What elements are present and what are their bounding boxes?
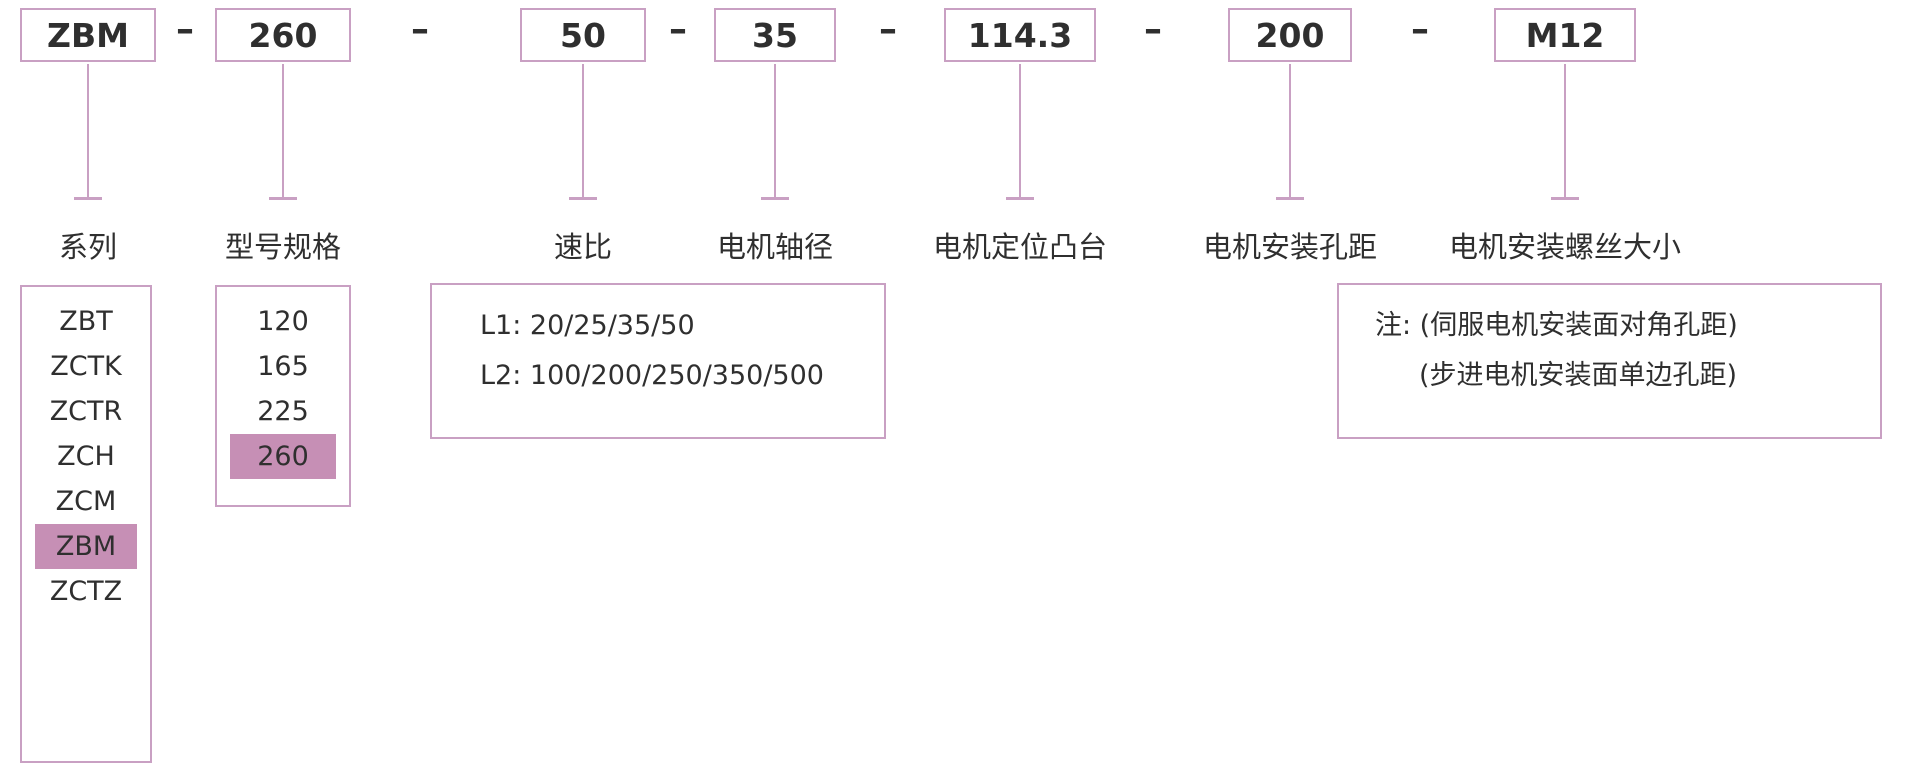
segment-value: 114.3 bbox=[967, 15, 1073, 55]
code-segment-ratio: 50 bbox=[520, 8, 646, 62]
dash-separator: – bbox=[176, 9, 194, 50]
connector-line bbox=[582, 64, 584, 198]
segment-value: 260 bbox=[248, 15, 318, 55]
segment-label-hole-pitch: 电机安装孔距 bbox=[1202, 230, 1378, 264]
model-option: 120 bbox=[257, 306, 309, 337]
model-option: 225 bbox=[257, 396, 309, 427]
segment-label-series: 系列 bbox=[58, 230, 118, 264]
connector-line bbox=[1289, 64, 1291, 198]
connector-tick bbox=[269, 197, 297, 200]
dash-separator: – bbox=[1144, 9, 1162, 50]
note-line-servo: 注: (伺服电机安装面对角孔距) bbox=[1375, 310, 1738, 341]
series-option: ZCM bbox=[55, 486, 117, 517]
connector-line bbox=[774, 64, 776, 198]
segment-label-model: 型号规格 bbox=[224, 230, 342, 264]
series-option: ZCTK bbox=[50, 351, 122, 382]
model-option-highlighted: 260 bbox=[230, 434, 336, 479]
model-option: 165 bbox=[257, 351, 309, 382]
code-segment-series: ZBM bbox=[20, 8, 156, 62]
series-options-box: ZBT ZCTK ZCTR ZCH ZCM ZBM ZCTZ bbox=[20, 285, 152, 763]
connector-line bbox=[1564, 64, 1566, 198]
dash-separator: – bbox=[411, 9, 429, 50]
code-segment-screw-size: M12 bbox=[1494, 8, 1636, 62]
series-option: ZCTZ bbox=[49, 576, 123, 607]
dash-separator: – bbox=[1411, 9, 1429, 50]
connector-line bbox=[1019, 64, 1021, 198]
segment-value: 200 bbox=[1255, 15, 1325, 55]
segment-label-ratio: 速比 bbox=[553, 230, 613, 264]
mounting-note-box: 注: (伺服电机安装面对角孔距) (步进电机安装面单边孔距) bbox=[1337, 283, 1882, 439]
note-line-stepper: (步进电机安装面单边孔距) bbox=[1419, 360, 1738, 391]
code-segment-model: 260 bbox=[215, 8, 351, 62]
connector-line bbox=[282, 64, 284, 198]
connector-tick bbox=[1006, 197, 1034, 200]
ratio-options-box: L1: 20/25/35/50 L2: 100/200/250/350/500 bbox=[430, 283, 886, 439]
series-option: ZCTR bbox=[49, 396, 123, 427]
series-option-highlighted: ZBM bbox=[35, 524, 137, 569]
connector-tick bbox=[74, 197, 102, 200]
segment-label-screw-size: 电机安装螺丝大小 bbox=[1448, 230, 1682, 264]
dash-separator: – bbox=[879, 9, 897, 50]
dash-separator: – bbox=[669, 9, 687, 50]
ratio-line-l1: L1: 20/25/35/50 bbox=[480, 310, 695, 341]
ratio-line-l2: L2: 100/200/250/350/500 bbox=[480, 360, 824, 391]
connector-line bbox=[87, 64, 89, 198]
code-segment-hole-pitch: 200 bbox=[1228, 8, 1352, 62]
segment-value: M12 bbox=[1525, 15, 1605, 55]
segment-label-pilot: 电机定位凸台 bbox=[932, 230, 1108, 264]
connector-tick bbox=[1551, 197, 1579, 200]
code-segment-shaft: 35 bbox=[714, 8, 836, 62]
series-option: ZCH bbox=[57, 441, 115, 472]
code-segment-pilot: 114.3 bbox=[944, 8, 1096, 62]
connector-tick bbox=[1276, 197, 1304, 200]
segment-value: 50 bbox=[560, 15, 606, 55]
connector-tick bbox=[569, 197, 597, 200]
series-option: ZBT bbox=[59, 306, 113, 337]
connector-tick bbox=[761, 197, 789, 200]
segment-label-shaft: 电机轴径 bbox=[716, 230, 834, 264]
segment-value: 35 bbox=[752, 15, 798, 55]
model-options-box: 120 165 225 260 bbox=[215, 285, 351, 507]
segment-value: ZBM bbox=[47, 15, 129, 55]
